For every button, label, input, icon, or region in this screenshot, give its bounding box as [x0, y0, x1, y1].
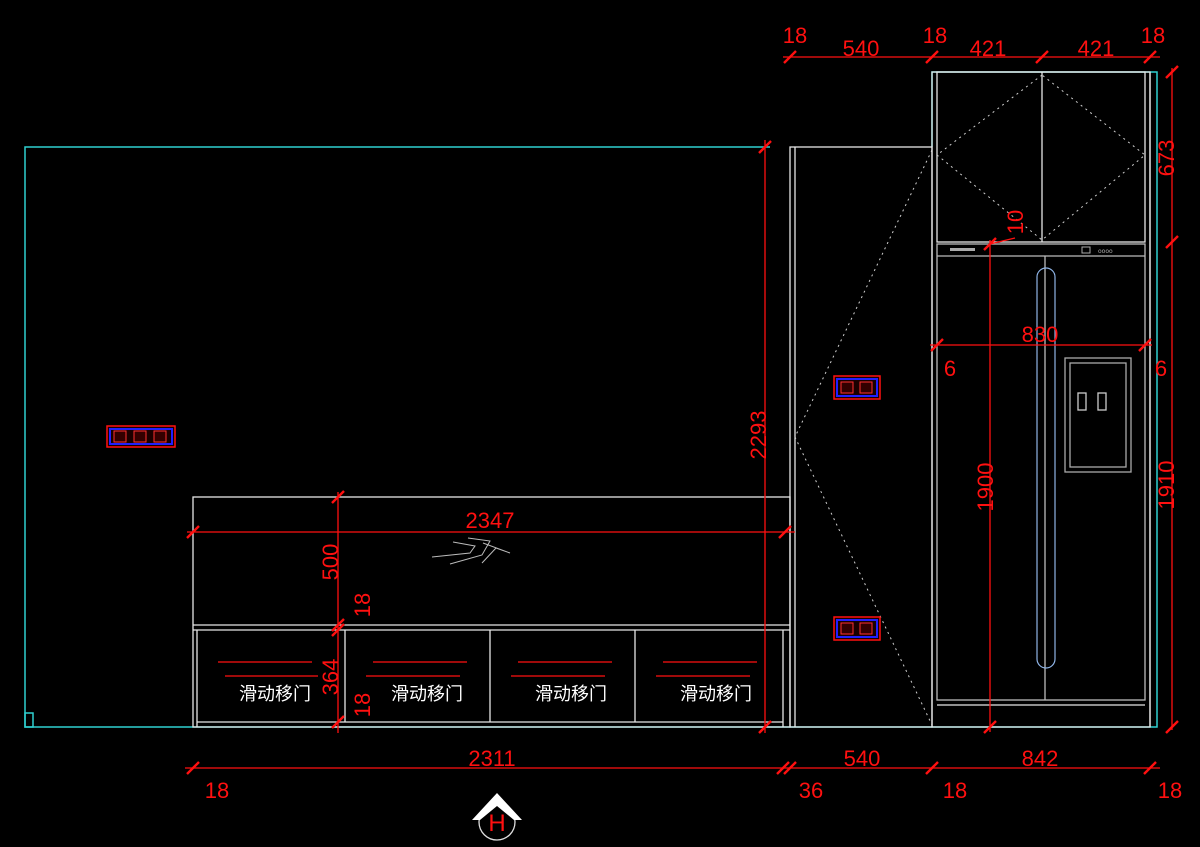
fridge-cabinet: [931, 71, 1151, 728]
dim-6: 6: [1155, 356, 1167, 381]
view-marker-label: H: [488, 810, 505, 837]
fridge-handle: [1036, 267, 1056, 669]
power-outlet: [833, 616, 881, 641]
sliding-door-4: 滑动移门: [656, 661, 757, 705]
power-outlet: [833, 375, 881, 400]
sliding-door-1: 滑动移门: [218, 661, 318, 705]
dim-364: 364: [318, 659, 343, 696]
svg-text:oooo: oooo: [1098, 248, 1113, 255]
dim-2347: 2347: [466, 508, 515, 533]
dim-2293: 2293: [746, 411, 771, 460]
svg-text:滑动移门: 滑动移门: [535, 684, 607, 705]
logo-watermark: [431, 537, 511, 565]
tv-cabinet: [192, 496, 791, 728]
dim-bottom-36: 36: [799, 778, 823, 803]
svg-text:滑动移门: 滑动移门: [680, 684, 752, 705]
sliding-door-3: 滑动移门: [511, 661, 612, 705]
dim-top-421: 421: [1078, 36, 1115, 61]
dim-830: 830: [1022, 322, 1059, 347]
dim-right-673: 673: [1154, 140, 1179, 177]
dim-18: 18: [350, 593, 375, 617]
dimension-labels: 18 540 18 421 421 18 673 1910 2293 2347 …: [205, 23, 1182, 803]
dim-top-421: 421: [970, 36, 1007, 61]
svg-text:滑动移门: 滑动移门: [239, 684, 311, 705]
dim-top-540: 540: [843, 36, 880, 61]
dim-bottom-18: 18: [1158, 778, 1182, 803]
dim-top-18: 18: [923, 23, 947, 48]
dim-18: 18: [350, 693, 375, 717]
sliding-doors: 滑动移门 滑动移门 滑动移门 滑动移门: [218, 661, 757, 705]
dim-1900: 1900: [973, 463, 998, 512]
sliding-door-2: 滑动移门: [366, 661, 467, 705]
power-outlet: [106, 425, 176, 448]
dim-bottom-2311: 2311: [468, 746, 515, 771]
dim-10: 10: [1003, 210, 1028, 234]
dim-top-18: 18: [1141, 23, 1165, 48]
dim-bottom-18: 18: [205, 778, 229, 803]
dim-right-1910: 1910: [1154, 461, 1179, 510]
dim-bottom-842: 842: [1022, 746, 1059, 771]
view-direction-marker: H: [472, 793, 522, 841]
dim-500: 500: [318, 544, 343, 581]
dim-bottom-18: 18: [943, 778, 967, 803]
dim-6: 6: [944, 356, 956, 381]
dim-top-18: 18: [783, 23, 807, 48]
dimension-lines: [185, 50, 1179, 775]
dim-bottom-540: 540: [844, 746, 881, 771]
svg-text:滑动移门: 滑动移门: [391, 684, 463, 705]
wall-outline: [24, 71, 1158, 728]
refrigerator: oooo: [936, 243, 1146, 706]
